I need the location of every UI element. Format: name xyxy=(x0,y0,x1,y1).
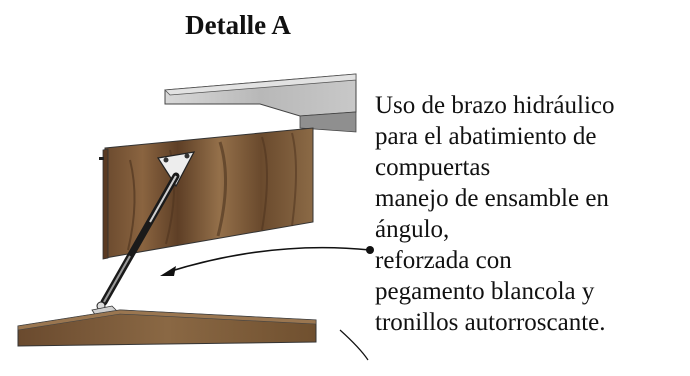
wooden-door-panel xyxy=(99,127,314,260)
description-line: compuertas xyxy=(375,154,491,181)
triangle-bracket xyxy=(157,151,196,188)
top-slab xyxy=(164,73,357,133)
detail-circle-arc xyxy=(339,329,369,361)
description-line: tronillos autorroscante. xyxy=(375,309,606,336)
description-line: manejo de ensamble en xyxy=(375,185,609,212)
description-line: reforzada con xyxy=(375,247,512,274)
description-line: Uso de brazo hidráulico xyxy=(375,92,615,119)
bottom-board xyxy=(17,309,317,347)
callout-arrow xyxy=(160,246,374,276)
description-line: para el abatimiento de xyxy=(375,123,597,150)
description-line: pegamento blancola y xyxy=(375,278,595,305)
detail-title: Detalle A xyxy=(185,10,291,40)
description-text: Uso de brazo hidráulico para el abatimie… xyxy=(375,90,690,338)
description-line: ángulo, xyxy=(375,216,450,243)
